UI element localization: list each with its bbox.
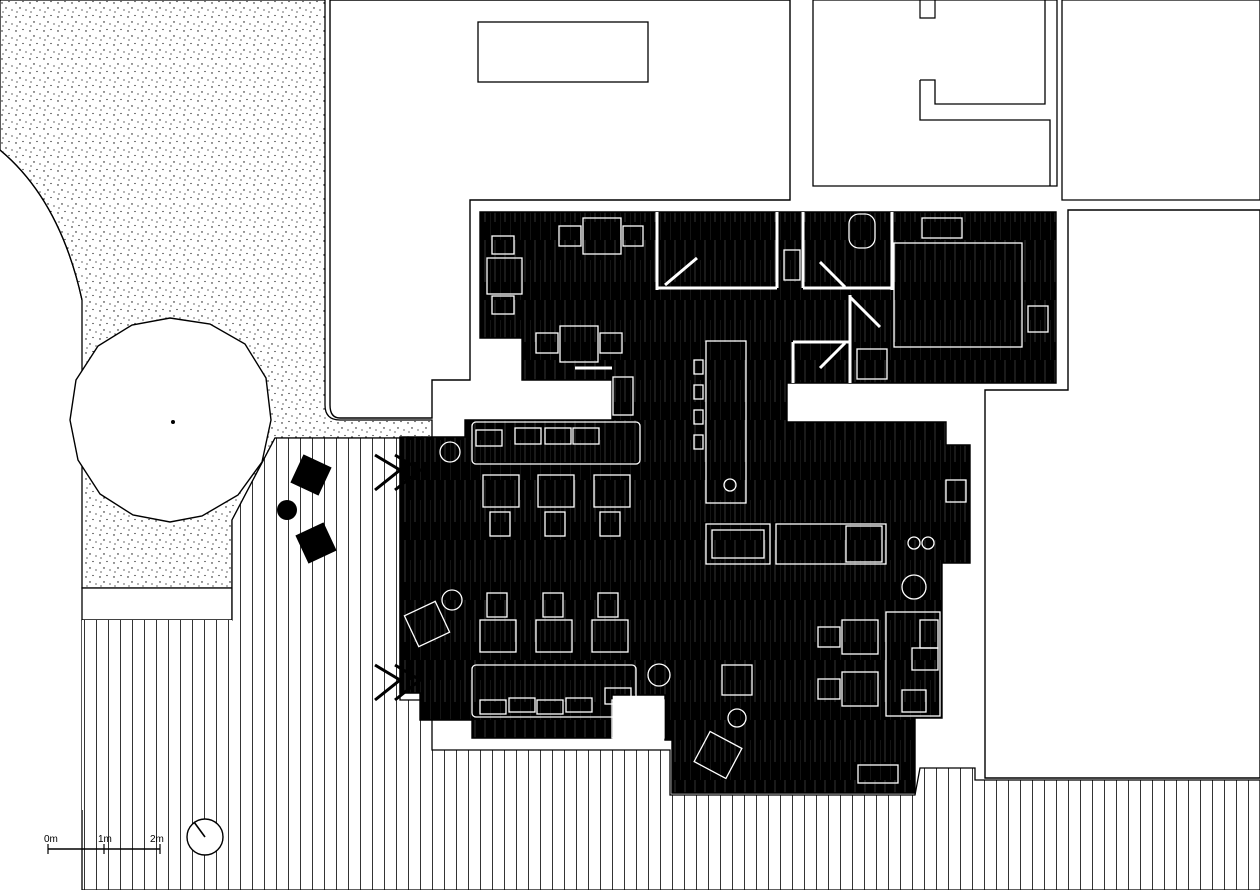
armchair [856, 348, 888, 380]
stool [647, 663, 671, 687]
nightstand [1027, 305, 1049, 333]
table [841, 671, 879, 707]
banquette [471, 664, 637, 718]
table [482, 474, 520, 508]
bar-stool [693, 359, 704, 375]
kitchen-counter [705, 523, 771, 565]
chair [597, 592, 619, 618]
entrance-doors [374, 453, 423, 702]
chair [544, 511, 566, 537]
bed [893, 242, 1023, 348]
chair [542, 592, 564, 618]
table [582, 217, 622, 255]
table [537, 474, 575, 508]
north-arrow-icon [186, 818, 224, 856]
sink [945, 479, 967, 503]
scale-label-2: 2m [150, 834, 164, 845]
cabinet [611, 699, 665, 739]
bar-stool [693, 434, 704, 450]
bar-sink [723, 478, 737, 492]
neighbour-buildings [329, 0, 1260, 779]
cushion [901, 689, 927, 713]
table [479, 619, 517, 653]
table [841, 619, 879, 655]
kitchen-sink [711, 529, 765, 559]
chair [491, 295, 515, 315]
table [559, 325, 599, 363]
terrace-side-table [277, 500, 297, 520]
cabinet [612, 376, 634, 416]
bar-counter [705, 340, 747, 504]
hob [921, 536, 935, 550]
sofa [885, 611, 941, 717]
stool [439, 441, 461, 463]
scale-label-1: 1m [98, 834, 112, 845]
chair [817, 626, 841, 648]
chair [599, 511, 621, 537]
chair [489, 511, 511, 537]
table [486, 257, 523, 295]
chair [491, 235, 515, 255]
armchair [403, 600, 451, 648]
coffee-table [721, 664, 753, 696]
hob [907, 536, 921, 550]
chair [622, 225, 644, 247]
table [535, 619, 573, 653]
cushion [604, 687, 632, 705]
cushion [479, 699, 507, 715]
stool [727, 708, 747, 728]
chair [599, 332, 623, 354]
scale-label-0: 0m [44, 834, 58, 845]
bar-stool [693, 384, 704, 400]
side-table [901, 574, 927, 600]
interior-walls [655, 212, 894, 383]
stool [441, 589, 463, 611]
terrace-armchair [290, 454, 332, 496]
cushion [508, 697, 536, 713]
door-swings [575, 256, 882, 370]
chair [558, 225, 582, 247]
shelf [921, 217, 963, 239]
table [593, 474, 631, 508]
table [591, 619, 629, 653]
tree-canopy [69, 317, 272, 523]
cushion [544, 427, 572, 445]
scale-bar: 0m 1m 2m [44, 834, 164, 854]
chair [486, 592, 508, 618]
cushion [536, 699, 564, 715]
terrace-armchair [295, 522, 337, 564]
terrace-furniture [277, 454, 337, 564]
washbasin [783, 249, 801, 281]
armchair [693, 730, 743, 780]
banquette [471, 421, 641, 465]
bench [857, 764, 899, 784]
chair [535, 332, 559, 354]
cushion [475, 429, 503, 447]
toilet [848, 213, 876, 249]
bar-stool [693, 409, 704, 425]
chair [817, 678, 841, 700]
cushion [514, 427, 542, 445]
kitchen-sink [845, 525, 883, 563]
timber-deck [81, 437, 1260, 890]
cushion [572, 427, 600, 445]
furniture [403, 213, 1049, 784]
cushion [565, 697, 593, 713]
cushion [911, 647, 939, 671]
kitchen-counter [775, 523, 887, 565]
